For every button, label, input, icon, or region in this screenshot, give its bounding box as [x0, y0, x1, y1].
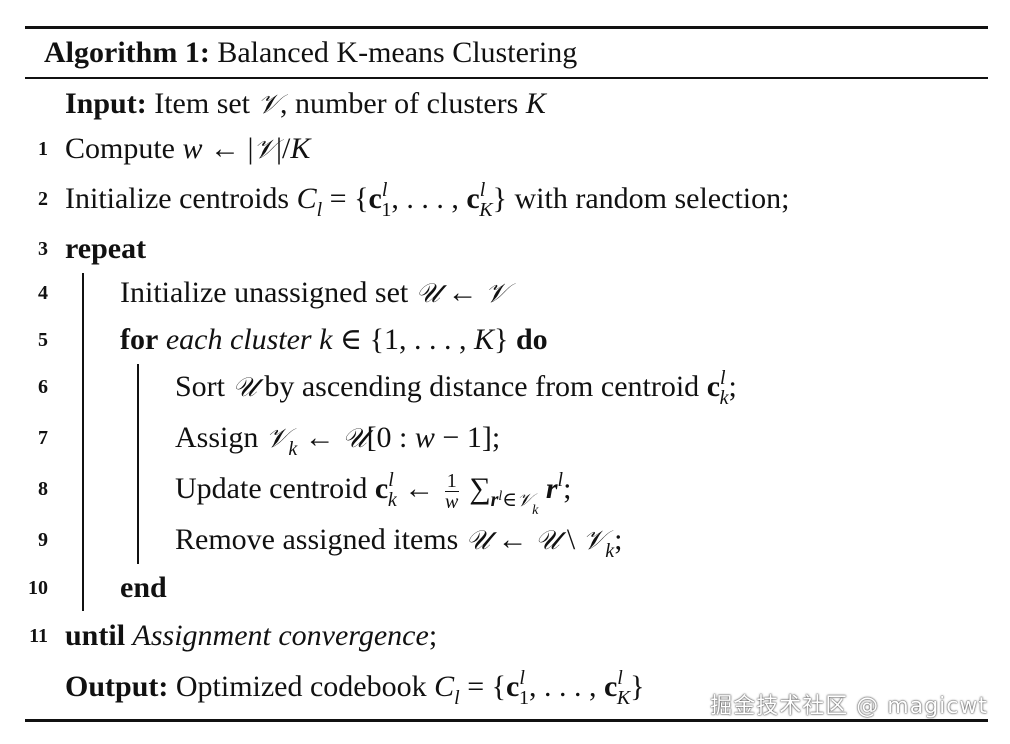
line-number: 1 [38, 138, 48, 160]
line-content: for each cluster k ∈ {1, . . . , K} do [120, 323, 548, 356]
line-number: 2 [38, 188, 48, 210]
line-number: 10 [28, 577, 48, 599]
line-number: 11 [29, 625, 48, 647]
line-content: until Assignment convergence; [65, 619, 438, 652]
line-number: 8 [38, 478, 48, 500]
input-content: Input: Item set 𝒱, number of clusters K [65, 87, 546, 120]
line-content: Initialize centroids Cl = {cl1, . . . , … [65, 179, 790, 221]
line-number: 7 [38, 427, 48, 449]
line-content: Remove assigned items 𝒰 ← 𝒰 \ 𝒱k; [175, 523, 623, 562]
line-content: Sort 𝒰 by ascending distance from centro… [175, 367, 737, 409]
caption-rule [25, 77, 988, 79]
output-content: Output: Optimized codebook Cl = {cl1, . … [65, 667, 645, 709]
line-content: Compute w ← |𝒱|/K [65, 132, 311, 165]
line-number: 9 [38, 529, 48, 551]
end-keyword: end [120, 571, 167, 604]
repeat-block-bar [82, 273, 84, 611]
for-block-bar [137, 364, 139, 564]
algorithm-title: Balanced K-means Clustering [217, 36, 578, 69]
algorithm-caption: Algorithm 1: Balanced K-means Clustering [44, 31, 577, 75]
watermark: 掘金技术社区 @ magicwt [710, 694, 988, 719]
algorithm-label: Algorithm 1: [44, 36, 210, 69]
line-number: 5 [38, 329, 48, 351]
line-number: 3 [38, 238, 48, 260]
output-keyword: Output: [65, 670, 169, 703]
input-keyword: Input: [65, 87, 147, 120]
line-content: Initialize unassigned set 𝒰 ← 𝒱 [120, 276, 508, 309]
bottom-rule [25, 719, 988, 722]
line-number: 6 [38, 376, 48, 398]
line-number: 4 [38, 282, 48, 304]
line-content: Assign 𝒱k ← 𝒰[0 : w − 1]; [175, 421, 501, 460]
top-rule [25, 26, 988, 29]
repeat-keyword: repeat [65, 232, 147, 265]
